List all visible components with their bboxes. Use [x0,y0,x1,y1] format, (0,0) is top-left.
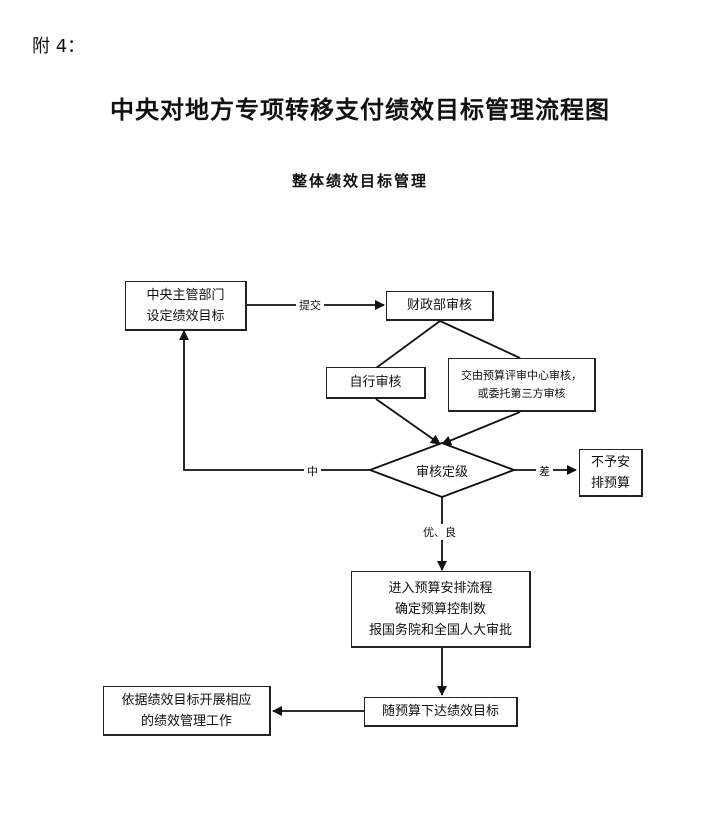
edge-label-good: 优、良 [420,524,459,540]
node-finance-review: 财政部审核 [386,291,494,321]
node-performance-mgmt: 依据绩效目标开展相应 的绩效管理工作 [103,686,271,736]
node-issue-targets: 随预算下达绩效目标 [364,697,518,727]
edge-label-poor: 差 [536,463,553,479]
node-budget-center: 交由预算评审中心审核， 或委托第三方审核 [448,358,596,412]
diagram-subtitle: 整体绩效目标管理 [291,172,428,190]
node-no-budget: 不予安 排预算 [579,449,643,497]
node-budget-process: 进入预算安排流程 确定预算控制数 报国务院和全国人大审批 [351,571,531,648]
edge-self-to-rating [375,398,441,445]
edge-finance-to-self [375,320,441,369]
edge-finance-to-center [439,320,521,359]
edge-label-submit: 提交 [296,297,324,313]
page-title: 中央对地方专项转移支付绩效目标管理流程图 [110,96,610,124]
edge-medium [179,330,370,471]
edge-label-medium: 中 [304,463,321,479]
node-self-review: 自行审核 [326,367,426,399]
node-central-dept: 中央主管部门 设定绩效目标 [125,281,247,331]
node-rating-label: 审核定级 [415,465,468,480]
edge-center-to-rating [441,411,521,446]
attachment-label: 附 4： [32,36,86,57]
